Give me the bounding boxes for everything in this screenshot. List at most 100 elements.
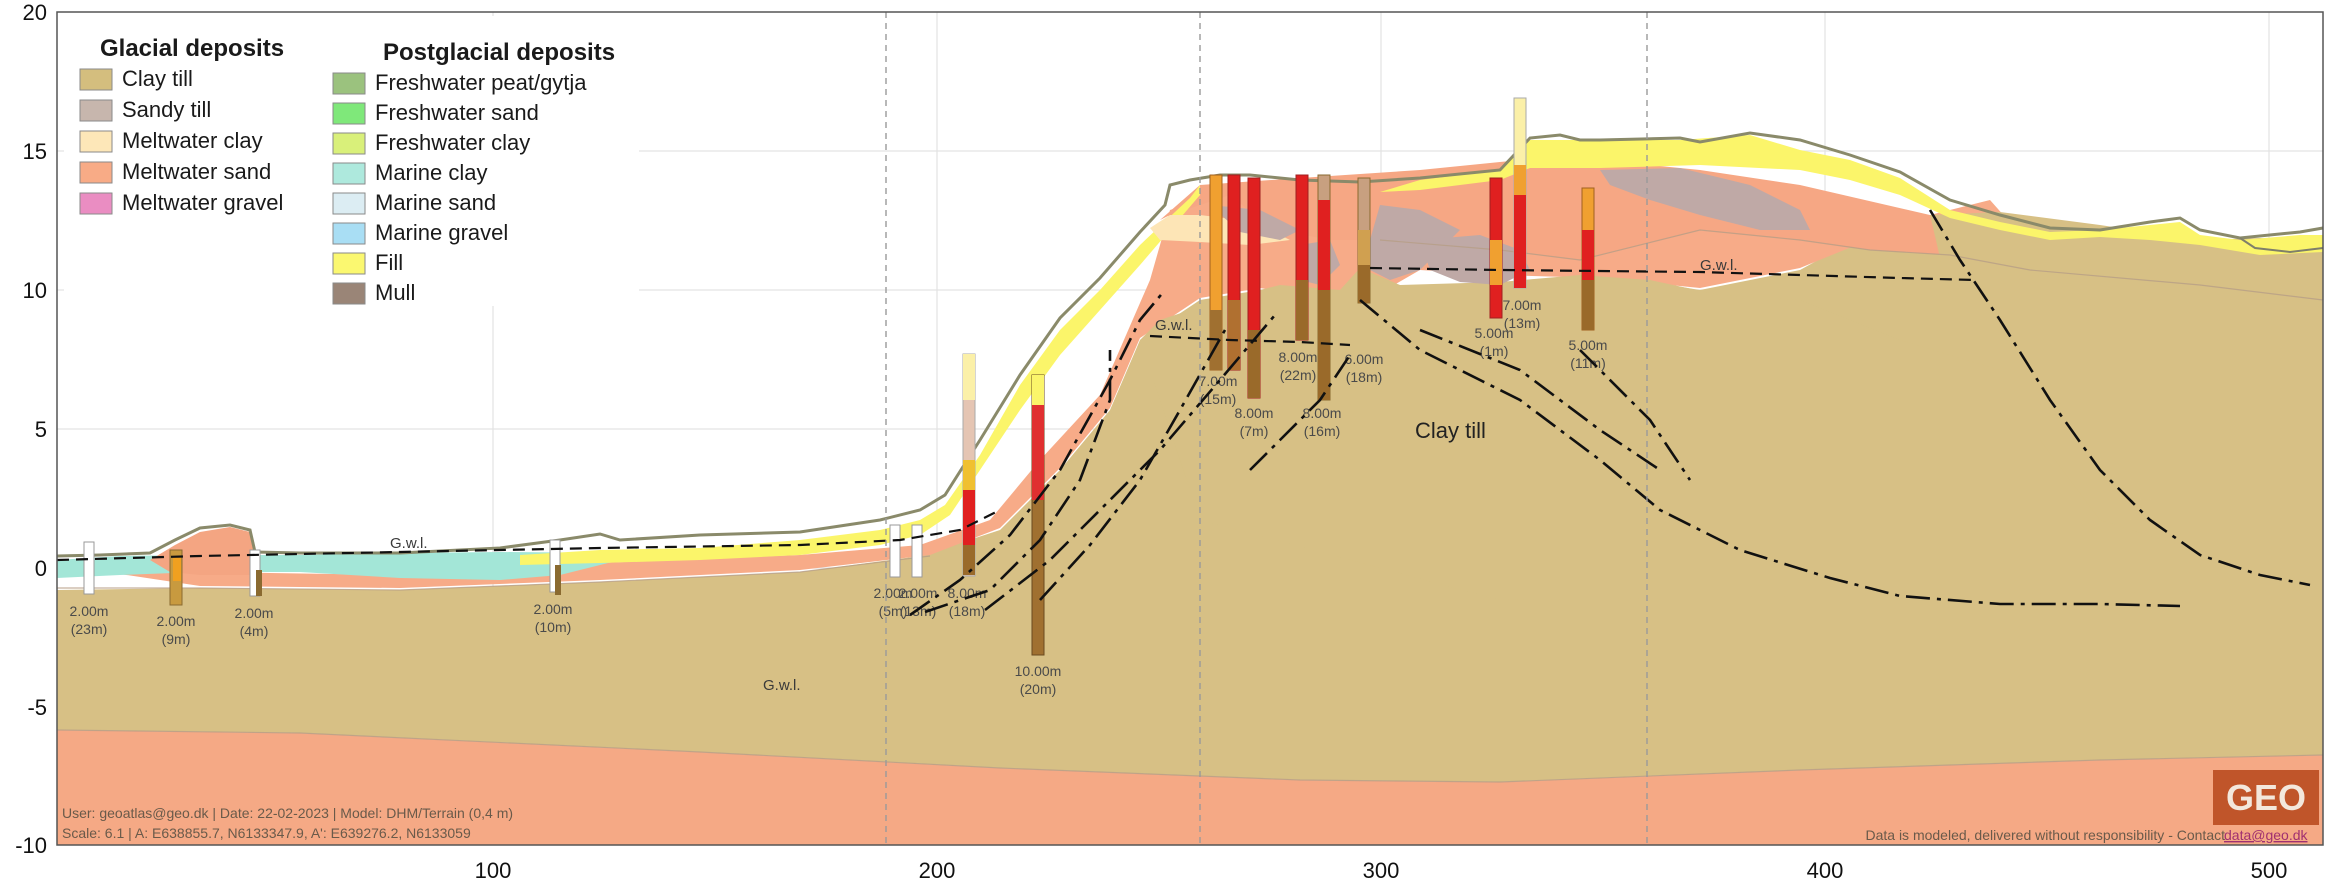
y-tick-label: -5 [27, 695, 47, 720]
borehole-depth-label: 2.00m [874, 585, 913, 601]
y-tick-label: 0 [35, 556, 47, 581]
borehole-depth-label: 7.00m [1503, 297, 1542, 313]
map-footer: User: geoatlas@geo.dk | Date: 22-02-2023… [62, 805, 2308, 843]
borehole-segment [1514, 165, 1526, 195]
borehole-segment [1296, 280, 1308, 340]
legend-swatch-postglacial-3 [332, 162, 366, 185]
borehole-casing [83, 541, 95, 595]
borehole-distance-label: (13m) [900, 603, 937, 619]
borehole-segment [1490, 240, 1502, 285]
borehole-segment [963, 460, 975, 490]
legend-swatch-postglacial-7 [332, 282, 366, 305]
borehole-casing [911, 524, 923, 578]
legend-swatch-glacial-1 [79, 99, 113, 122]
borehole-depth-label: 5.00m [1569, 337, 1608, 353]
borehole-depth-label: 2.00m [534, 601, 573, 617]
borehole-distance-label: (16m) [1304, 423, 1341, 439]
groundwater-level-lines [56, 266, 1976, 562]
y-tick-label: 5 [35, 417, 47, 442]
legend: Glacial deposits Postglacial deposits Cl… [64, 16, 639, 306]
borehole-segment [1582, 230, 1594, 280]
footer-disclaimer: Data is modeled, delivered without respo… [1865, 827, 2225, 843]
footer-user-info: User: geoatlas@geo.dk | Date: 22-02-2023… [62, 805, 513, 821]
layer-meltwater-sand-upper [57, 190, 2323, 588]
legend-swatch-glacial-0 [79, 68, 113, 91]
borehole-distance-label: (20m) [1020, 681, 1057, 697]
borehole-segment [1032, 405, 1044, 500]
borehole-distance-label: (18m) [1346, 369, 1383, 385]
legend-label-glacial-0: Clay till [122, 66, 193, 91]
borehole-distance-label: (15m) [1200, 391, 1237, 407]
borehole-segment [1318, 200, 1330, 290]
legend-title-glacial: Glacial deposits [100, 35, 284, 62]
borehole-labels: 2.00m (23m) 2.00m (9m) 2.00m (4m) 2.00m … [70, 297, 1608, 697]
legend-swatch-postglacial-4 [332, 192, 366, 215]
borehole-distance-label: (4m) [240, 623, 269, 639]
gwl-label: G.w.l. [390, 535, 428, 552]
borehole-segment [1358, 230, 1370, 265]
terrain-rim-right [2239, 237, 2324, 254]
contact-link[interactable]: data@geo.dk [2224, 827, 2308, 843]
legend-label-postglacial-6: Fill [375, 250, 403, 275]
borehole-depth-label: 8.00m [1303, 405, 1342, 421]
borehole-segment [1514, 195, 1526, 288]
legend-label-glacial-4: Meltwater gravel [122, 190, 283, 215]
legend-swatch-glacial-4 [79, 192, 113, 215]
geo-logo-text: GEO [2226, 777, 2306, 818]
x-tick-label: 400 [1807, 858, 1844, 883]
legend-label-glacial-2: Meltwater clay [122, 128, 263, 153]
legend-title-postglacial: Postglacial deposits [383, 39, 615, 66]
legend-swatch-postglacial-1 [332, 102, 366, 125]
footer-scale-info: Scale: 6.1 | A: E638855.7, N6133347.9, A… [62, 825, 471, 841]
legend-label-postglacial-3: Marine clay [375, 160, 487, 185]
layer-clay-till-central [1140, 268, 2323, 600]
gwl-label: G.w.l. [1700, 257, 1738, 274]
borehole-segment [555, 565, 561, 595]
borehole-segment [1318, 290, 1330, 400]
borehole-distance-label: (9m) [162, 631, 191, 647]
borehole-depth-label: 10.00m [1015, 663, 1062, 679]
borehole-depth-label: 2.00m [899, 585, 938, 601]
borehole-segment [256, 570, 262, 596]
borehole-distance-label: (23m) [71, 621, 108, 637]
y-tick-label: 20 [23, 0, 47, 25]
legend-swatch-glacial-2 [79, 130, 113, 153]
layer-fill-top [1380, 135, 2323, 255]
y-tick-label: -10 [15, 833, 47, 858]
borehole-distance-label: (7m) [1240, 423, 1269, 439]
y-tick-label: 10 [23, 278, 47, 303]
borehole-depth-label: 2.00m [235, 605, 274, 621]
layer-clay-till-right [1930, 212, 2323, 590]
x-tick-label: 500 [2251, 858, 2288, 883]
x-tick-label: 300 [1363, 858, 1400, 883]
borehole-segment [1248, 330, 1260, 398]
borehole-distance-label: (13m) [1504, 315, 1541, 331]
gwl-label: G.w.l. [1155, 317, 1193, 334]
clay-till-annotation: Clay till [1415, 418, 1486, 443]
borehole-segment [963, 490, 975, 545]
borehole-distance-label: (18m) [949, 603, 986, 619]
borehole-segment [1582, 280, 1594, 330]
borehole-segment [963, 545, 975, 575]
borehole-segment [963, 354, 975, 400]
borehole-casing [889, 524, 901, 578]
x-tick-label: 200 [919, 858, 956, 883]
borehole-depth-label: 6.00m [1345, 351, 1384, 367]
legend-swatch-glacial-3 [79, 161, 113, 184]
borehole-segment [1228, 300, 1240, 370]
legend-label-postglacial-4: Marine sand [375, 190, 496, 215]
plot-frame [56, 11, 2324, 846]
gwl-label: G.w.l. [763, 677, 801, 694]
inferred-boundary-lines [909, 209, 2311, 617]
borehole-depth-label: 8.00m [1235, 405, 1274, 421]
legend-label-postglacial-1: Freshwater sand [375, 100, 539, 125]
legend-label-glacial-3: Meltwater sand [122, 159, 271, 184]
borehole-depth-label: 2.00m [157, 613, 196, 629]
layer-sandy-till-1 [1600, 168, 1810, 230]
borehole-depth-label: 5.00m [1475, 325, 1514, 341]
borehole-segment [1032, 375, 1044, 405]
legend-label-postglacial-2: Freshwater clay [375, 130, 530, 155]
